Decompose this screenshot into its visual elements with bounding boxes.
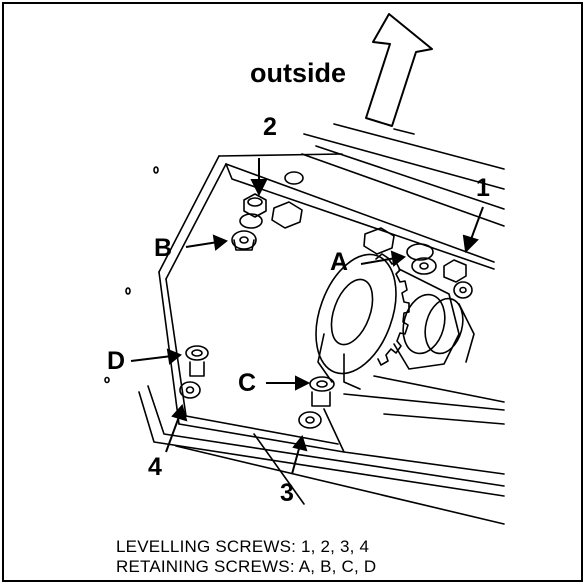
bracket-housing	[393, 268, 475, 370]
screw-cluster-C-3	[298, 376, 335, 429]
gear	[315, 253, 410, 390]
mechanism-drawing	[104, 13, 505, 525]
retaining-caption: RETAINING SCREWS: A, B, C, D	[116, 557, 377, 576]
levelling-label-2: 2	[263, 113, 277, 141]
levelling-label-4: 4	[148, 453, 162, 481]
retaining-label-A: A	[330, 248, 349, 276]
screw-cluster-2-B	[231, 193, 267, 251]
pointer-arrows	[130, 158, 484, 475]
screw-cluster-D-4	[179, 345, 209, 399]
diagram-frame: outside 1 2 3 4 A B C D LEVELLING SCREWS…	[2, 2, 583, 582]
retaining-label-D: D	[107, 347, 126, 375]
outside-label: outside	[250, 58, 347, 88]
screw-cluster-A-1	[406, 243, 473, 299]
levelling-label-1: 1	[476, 174, 490, 202]
outside-direction-arrow	[365, 13, 433, 127]
retaining-label-B: B	[154, 234, 173, 262]
levelling-caption: LEVELLING SCREWS: 1, 2, 3, 4	[116, 537, 370, 556]
levelling-label-3: 3	[280, 479, 294, 507]
base-plate	[138, 123, 505, 525]
retaining-label-C: C	[238, 369, 257, 397]
